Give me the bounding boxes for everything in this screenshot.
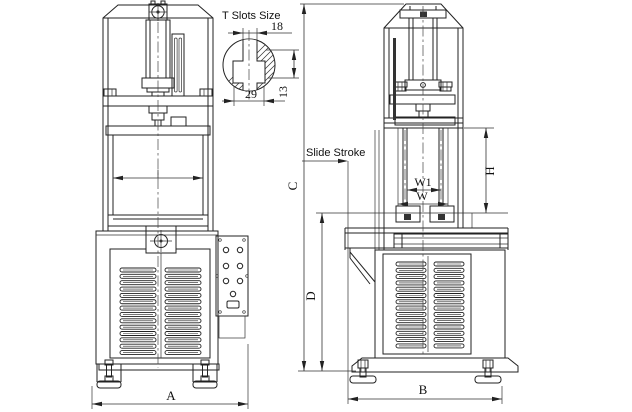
dim-d-label: D — [303, 291, 318, 300]
panel-button — [236, 277, 244, 285]
louver-vents-front-right — [164, 267, 202, 355]
t-slot-bottom-width: 29 — [245, 87, 257, 101]
t-slot-title: T Slots Size — [222, 10, 281, 22]
stroke-indicator-rod — [393, 38, 396, 120]
control-panel — [215, 235, 249, 339]
dim-w-label: W — [416, 189, 428, 203]
side-foot-left — [349, 359, 377, 384]
t-slot-detail-drawing: T Slots Size 18 29 13 — [222, 10, 299, 106]
louver-vents-side-right — [433, 261, 465, 349]
front-foot-left — [96, 359, 122, 389]
panel-button — [222, 246, 230, 254]
panel-button — [229, 290, 237, 298]
dim-a-label: A — [166, 388, 176, 403]
panel-button — [236, 246, 244, 254]
dim-b-label: B — [419, 382, 428, 397]
louver-vents-front-left — [119, 267, 157, 355]
t-slot-depth: 13 — [276, 86, 290, 98]
slide-stroke-label: Slide Stroke — [306, 147, 365, 159]
dim-c-label: C — [285, 182, 300, 191]
panel-switch — [226, 300, 240, 309]
louver-vents-side-left — [395, 261, 427, 349]
flange-bolt-right — [438, 81, 453, 92]
side-foot-right — [474, 359, 502, 384]
front-foot-right — [192, 359, 218, 389]
panel-button — [222, 277, 230, 285]
dim-w1-label: W1 — [414, 175, 431, 189]
crossbar-bolt-left — [103, 88, 117, 97]
front-view-drawing: A — [91, 0, 249, 409]
crossbar-bolt-right — [199, 88, 213, 97]
panel-button — [222, 262, 230, 270]
dim-h-label: H — [482, 166, 497, 175]
side-view-drawing: Slide Stroke C D H W1 W — [285, 3, 519, 404]
panel-button — [236, 262, 244, 270]
t-slot-top-width: 18 — [271, 19, 283, 33]
